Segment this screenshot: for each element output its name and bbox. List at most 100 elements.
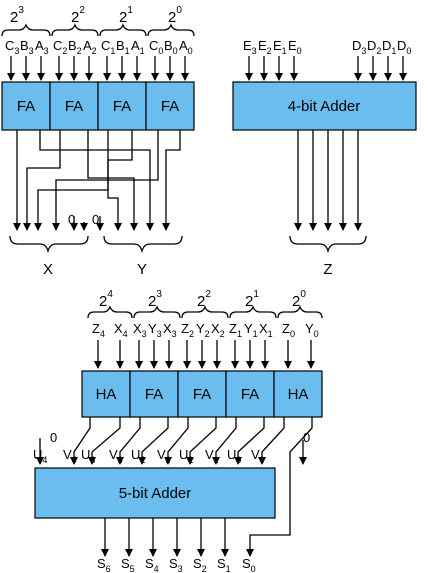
crossing-wires	[13, 130, 181, 231]
input-arrows	[94, 340, 315, 369]
signal-label: A1	[131, 38, 145, 56]
signal-label: E2	[258, 38, 272, 56]
wire	[87, 130, 138, 231]
signal-label: D2	[367, 38, 381, 56]
signal-label: Y3	[148, 321, 162, 339]
signal-label: A3	[35, 38, 49, 56]
wire	[23, 130, 61, 231]
four-bit-adder-block	[232, 81, 417, 131]
full-adder-block	[129, 370, 179, 418]
signal-label: V3	[109, 447, 123, 465]
weight-brace	[181, 305, 229, 319]
full-adder-block	[49, 81, 99, 131]
wire	[52, 130, 159, 231]
block-label: FA	[241, 386, 259, 403]
output-arrows	[294, 130, 362, 231]
wire	[258, 417, 285, 465]
wire	[107, 130, 133, 231]
bottom-section: 24 23 22 21 20 Z4 X4 X3 Y3 X3 Z2 Y2 X2 Z…	[33, 289, 323, 573]
half-adder-block	[273, 370, 323, 418]
signal-label: E0	[288, 38, 302, 56]
wire	[138, 417, 169, 465]
signal-label: C3	[5, 38, 19, 56]
constant-zero: 0	[92, 212, 99, 227]
signal-label: Y2	[196, 321, 210, 339]
weight-label: 23	[10, 5, 24, 26]
signal-label: D1	[382, 38, 396, 56]
wire	[162, 130, 181, 231]
five-bit-adder-block	[34, 467, 276, 519]
block-label: FA	[17, 98, 35, 115]
signal-label: Y0	[305, 321, 319, 339]
output-label: S2	[193, 556, 207, 573]
constant-zero: 0	[68, 212, 75, 227]
group-brace	[103, 235, 183, 254]
weight-brace	[133, 305, 181, 319]
top-left-section: 23 22 21 20 C3 B3 A3 C2 B2 A2 C1 B1 A1 C…	[1, 5, 195, 278]
block-label: 4-bit Adder	[288, 98, 361, 115]
signal-label: U2	[131, 447, 145, 465]
signal-label: U1	[179, 447, 193, 465]
block-label: FA	[113, 98, 131, 115]
signal-label: C1	[101, 38, 115, 56]
output-label: S6	[97, 556, 111, 573]
block-label: FA	[193, 386, 211, 403]
group-brace	[9, 235, 89, 254]
wire	[186, 417, 217, 465]
block-label: FA	[65, 98, 83, 115]
signal-label: E3	[243, 38, 257, 56]
signal-label: C2	[53, 38, 67, 56]
weight-label: 20	[292, 289, 306, 310]
weight-brace	[277, 305, 323, 319]
input-arrows	[7, 56, 189, 81]
wire	[246, 417, 313, 557]
group-label-y: Y	[137, 261, 147, 278]
full-adder-block	[145, 81, 195, 131]
weight-label: 21	[119, 5, 133, 26]
weight-brace	[229, 305, 277, 319]
signal-label: Z2	[181, 321, 194, 339]
wire	[39, 130, 154, 231]
full-adder-block	[177, 370, 227, 418]
full-adder-block	[225, 370, 275, 418]
weight-label: 23	[148, 289, 162, 310]
signal-label: Z4	[92, 321, 105, 339]
weight-label: 22	[197, 289, 211, 310]
block-label: FA	[145, 386, 163, 403]
signal-label: Z1	[229, 321, 242, 339]
signal-label: Z0	[282, 321, 295, 339]
weight-brace	[99, 23, 147, 37]
signal-label: V2	[157, 447, 171, 465]
full-adder-block	[97, 81, 147, 131]
signal-label: B1	[116, 38, 130, 56]
output-label: S0	[242, 556, 256, 573]
group-brace	[289, 235, 367, 254]
signal-label: E1	[273, 38, 287, 56]
signal-label: X2	[211, 321, 225, 339]
diagonal-wires	[36, 417, 313, 557]
signal-label: B3	[20, 38, 34, 56]
weight-label: 22	[71, 5, 85, 26]
output-label: S5	[121, 556, 135, 573]
signal-label: X4	[114, 321, 128, 339]
signal-label: X3	[163, 321, 177, 339]
output-label: S4	[145, 556, 159, 573]
weight-label: 24	[99, 289, 113, 310]
constant-zero: 0	[303, 430, 310, 445]
weight-brace	[1, 23, 51, 37]
signal-label: D0	[397, 38, 411, 56]
top-right-section: E3 E2 E1 E0 D3 D2 D1 D0 4-bit Adder Z	[232, 38, 417, 278]
weight-brace	[87, 305, 133, 319]
signal-label: V1	[205, 447, 219, 465]
weight-brace	[51, 23, 99, 37]
wire	[212, 417, 237, 465]
signal-label: C0	[149, 38, 163, 56]
wire	[88, 417, 121, 465]
signal-label: U4	[33, 447, 47, 465]
signal-label: X3	[133, 321, 147, 339]
output-label: S3	[169, 556, 183, 573]
group-label-x: X	[43, 261, 53, 278]
full-adder-block	[1, 81, 51, 131]
weight-label: 21	[245, 289, 259, 310]
signal-label: U0	[227, 447, 241, 465]
